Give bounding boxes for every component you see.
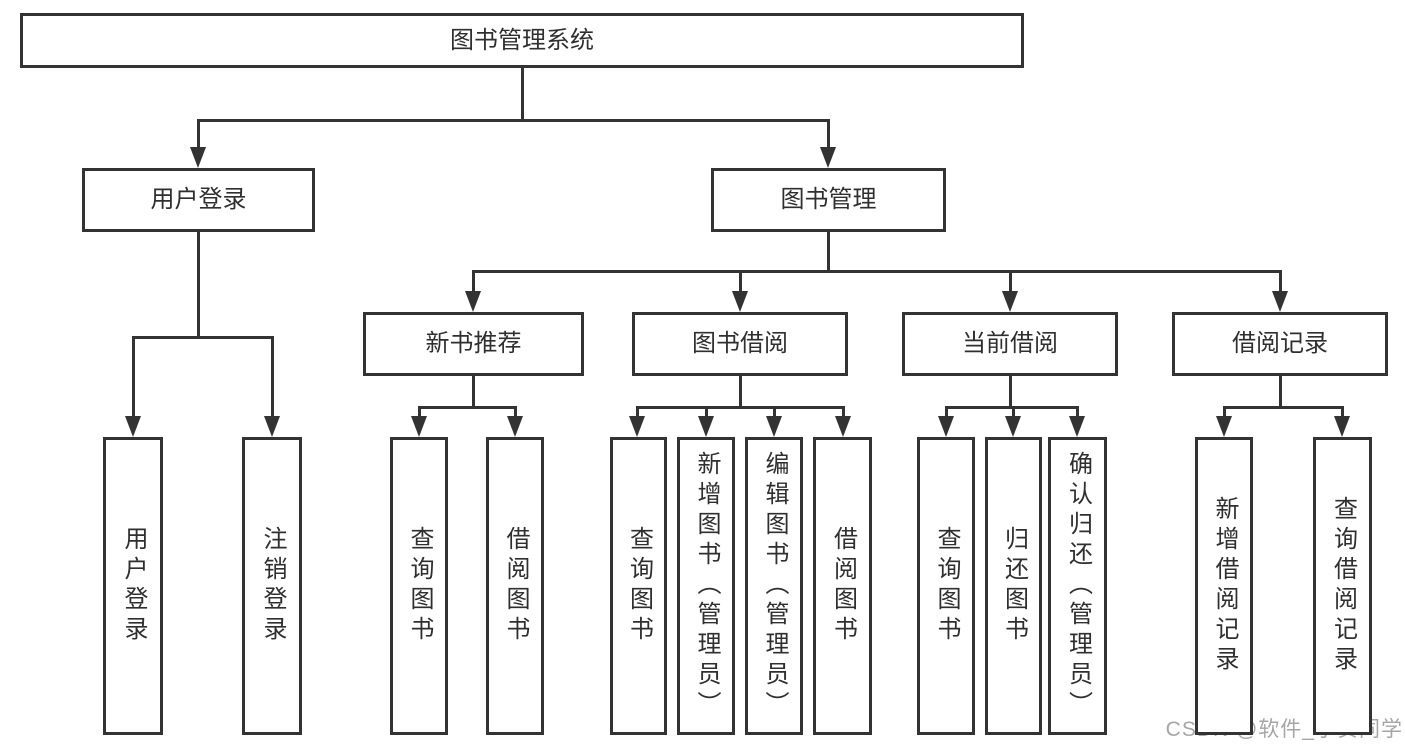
node-label-current-borrow: 当前借阅 (962, 330, 1058, 357)
connector-line (1222, 406, 1226, 418)
node-v-edit-book: 编辑图书（管理员） (745, 437, 803, 735)
node-v-confirm-return: 确认归还（管理员） (1048, 437, 1107, 735)
connector-line (1278, 376, 1282, 409)
node-label-v-query-book-3: 查询图书 (933, 526, 960, 646)
node-v-query-borrow-record: 查询借阅记录 (1313, 437, 1372, 735)
connector-line (196, 232, 200, 339)
connector-line (513, 406, 517, 418)
connector-line (841, 406, 845, 418)
connector-line (1075, 406, 1079, 418)
connector-line (826, 119, 830, 149)
connector-line (1008, 376, 1012, 409)
arrow-down-icon (264, 416, 280, 437)
node-label-borrow-record: 借阅记录 (1232, 330, 1328, 357)
connector-line (471, 270, 1282, 273)
arrow-down-icon (1005, 416, 1021, 437)
arrow-down-icon (1002, 291, 1018, 312)
node-label-v-borrow-book-1: 借阅图书 (502, 526, 529, 646)
connector-line (417, 406, 421, 418)
node-label-v-borrow-book-2: 借阅图书 (829, 526, 857, 646)
connector-line (1222, 406, 1344, 409)
connector-line (1278, 270, 1282, 293)
node-v-user-login: 用户登录 (103, 437, 163, 735)
connector-line (738, 376, 742, 409)
connector-line (131, 336, 135, 418)
connector-line (520, 68, 524, 122)
node-v-add-book: 新增图书（管理员） (677, 437, 735, 735)
node-v-query-book-2: 查询图书 (610, 437, 667, 735)
connector-line (270, 336, 274, 418)
arrow-down-icon (732, 291, 748, 312)
arrow-down-icon (1334, 416, 1350, 437)
connector-line (417, 406, 517, 409)
node-new-book-recommend: 新书推荐 (363, 312, 584, 376)
connector-line (1340, 406, 1344, 418)
node-label-v-confirm-return: 确认归还（管理员） (1064, 451, 1092, 721)
node-label-root: 图书管理系统 (450, 26, 594, 54)
node-v-borrow-book-2: 借阅图书 (813, 437, 872, 735)
connector-line (704, 406, 708, 418)
arrow-down-icon (820, 147, 836, 168)
connector-line (131, 336, 274, 339)
arrow-down-icon (411, 416, 427, 437)
node-v-query-book-1: 查询图书 (390, 437, 448, 735)
node-v-return-book: 归还图书 (985, 437, 1042, 735)
node-v-add-borrow-record: 新增借阅记录 (1195, 437, 1253, 735)
connector-line (471, 376, 475, 409)
node-v-logout: 注销登录 (242, 437, 302, 735)
arrow-down-icon (938, 416, 954, 437)
arrow-down-icon (507, 416, 523, 437)
node-label-new-book-recommend: 新书推荐 (425, 330, 522, 357)
arrow-down-icon (698, 416, 714, 437)
node-label-v-query-borrow-record: 查询借阅记录 (1329, 496, 1357, 676)
arrow-down-icon (125, 416, 141, 437)
connector-line (738, 270, 742, 293)
connector-line (635, 406, 845, 409)
connector-line (471, 270, 475, 293)
node-borrow-record: 借阅记录 (1172, 312, 1388, 376)
connector-line (635, 406, 639, 418)
arrow-down-icon (1069, 416, 1085, 437)
connector-line (1008, 270, 1012, 293)
node-label-v-edit-book: 编辑图书（管理员） (761, 451, 788, 721)
node-label-v-add-borrow-record: 新增借阅记录 (1211, 496, 1238, 676)
connector-line (196, 119, 830, 122)
arrow-down-icon (766, 416, 782, 437)
connector-line (826, 232, 830, 273)
node-label-book-borrow: 图书借阅 (692, 330, 788, 357)
arrow-down-icon (465, 291, 481, 312)
node-book-borrow: 图书借阅 (632, 312, 848, 376)
arrow-down-icon (190, 147, 206, 168)
arrow-down-icon (1272, 291, 1288, 312)
node-label-v-return-book: 归还图书 (1000, 526, 1028, 646)
node-label-v-query-book-1: 查询图书 (406, 526, 433, 646)
node-v-query-book-3: 查询图书 (917, 437, 975, 735)
arrow-down-icon (629, 416, 645, 437)
node-label-v-logout: 注销登录 (259, 526, 286, 646)
node-label-v-query-book-2: 查询图书 (625, 526, 653, 646)
arrow-down-icon (835, 416, 851, 437)
node-label-book-management: 图书管理 (780, 186, 877, 213)
node-book-management: 图书管理 (711, 168, 946, 232)
connector-line (1011, 406, 1015, 418)
node-label-v-add-book: 新增图书（管理员） (693, 451, 720, 721)
connector-line (944, 406, 948, 418)
node-v-borrow-book-1: 借阅图书 (486, 437, 544, 735)
node-user-login: 用户登录 (82, 168, 315, 232)
node-label-v-user-login: 用户登录 (120, 526, 147, 646)
arrow-down-icon (1216, 416, 1232, 437)
node-label-user-login: 用户登录 (150, 186, 247, 213)
connector-line (772, 406, 776, 418)
node-root: 图书管理系统 (20, 13, 1024, 68)
connector-line (196, 119, 200, 149)
node-current-borrow: 当前借阅 (902, 312, 1118, 376)
